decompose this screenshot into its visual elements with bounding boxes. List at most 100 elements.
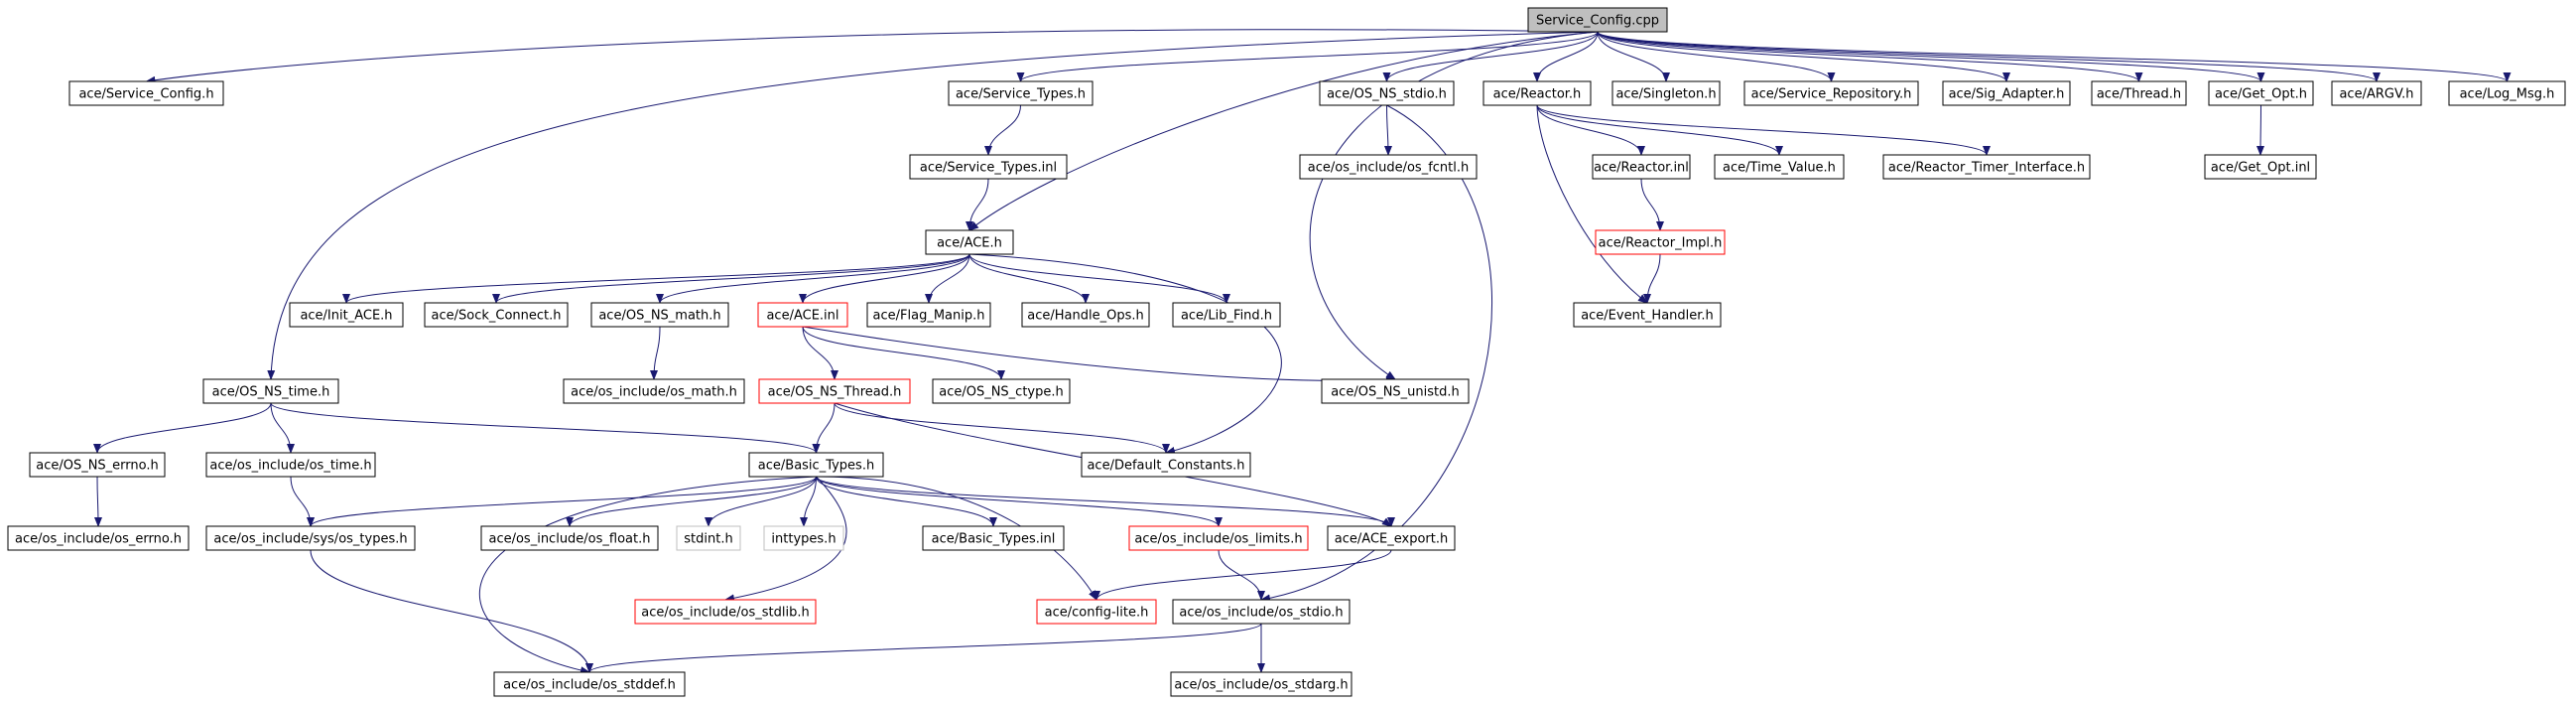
node-ace_lib_find_h[interactable]: ace/Lib_Find.h <box>1172 302 1281 328</box>
node-service_config_cpp[interactable]: Service_Config.cpp <box>1527 7 1668 33</box>
node-label: inttypes.h <box>771 532 836 547</box>
node-ace_get_opt_inl[interactable]: ace/Get_Opt.inl <box>2204 154 2317 180</box>
edge-ace_ace_inl-to-ace_os_ns_thread_h <box>802 326 838 380</box>
edge-service_config_cpp-to-ace_log_msg_h <box>1597 31 2512 82</box>
node-box <box>948 80 1094 106</box>
node-label: ace/os_include/os_fcntl.h <box>1308 161 1469 176</box>
node-ace_argv_h[interactable]: ace/ARGV.h <box>2331 80 2422 106</box>
node-label: ace/OS_NS_math.h <box>598 309 720 324</box>
node-ace_config_lite_h[interactable]: ace/config-lite.h <box>1036 599 1157 625</box>
node-ace_reactor_inl[interactable]: ace/Reactor.inl <box>1592 154 1691 180</box>
node-label: ace/Sig_Adapter.h <box>1949 87 2065 102</box>
node-ace_sock_connect_h[interactable]: ace/Sock_Connect.h <box>424 302 569 328</box>
edge-ace_ace_h-to-ace_sock_connect_h <box>492 253 970 304</box>
node-stdint_h[interactable]: stdint.h <box>676 525 741 551</box>
node-box <box>1036 599 1157 625</box>
node-ace_event_handler_h[interactable]: ace/Event_Handler.h <box>1573 302 1722 328</box>
node-label: ace/Log_Msg.h <box>2460 87 2555 102</box>
edge-ace_os_ns_time_h-to-ace_os_ns_errno_h <box>93 402 272 454</box>
edge-ace_os_ns_time_h-to-ace_os_include_os_time_h <box>270 402 295 454</box>
node-ace_reactor_h[interactable]: ace/Reactor.h <box>1482 80 1592 106</box>
node-ace_os_include_os_limits_h[interactable]: ace/os_include/os_limits.h <box>1128 525 1309 551</box>
node-box <box>909 154 1068 180</box>
node-label: ace/OS_NS_stdio.h <box>1327 87 1447 102</box>
node-label: ace/os_include/os_stdarg.h <box>1174 678 1348 693</box>
edge-ace_ace_inl-to-ace_os_ns_unistd_h <box>802 326 1396 384</box>
node-ace_flag_manip_h[interactable]: ace/Flag_Manip.h <box>866 302 991 328</box>
node-ace_get_opt_h[interactable]: ace/Get_Opt.h <box>2208 80 2314 106</box>
node-box <box>289 302 404 328</box>
node-ace_os_include_os_stddef_h[interactable]: ace/os_include/os_stddef.h <box>493 671 686 697</box>
node-ace_handle_ops_h[interactable]: ace/Handle_Ops.h <box>1021 302 1150 328</box>
edge-ace_service_types_inl-to-ace_ace_h <box>966 178 989 231</box>
edge-ace_basic_types_h-to-ace_os_include_os_stddef_h <box>478 476 817 675</box>
node-ace_os_ns_time_h[interactable]: ace/OS_NS_time.h <box>202 378 339 404</box>
node-ace_os_include_os_math_h[interactable]: ace/os_include/os_math.h <box>563 378 745 404</box>
node-ace_singleton_h[interactable]: ace/Singleton.h <box>1611 80 1721 106</box>
node-ace_reactor_impl_h[interactable]: ace/Reactor_Impl.h <box>1595 229 1726 255</box>
node-label: ace/Basic_Types.h <box>758 459 874 474</box>
node-ace_reactor_timer_interface_h[interactable]: ace/Reactor_Timer_Interface.h <box>1882 154 2091 180</box>
node-label: ace/Basic_Types.inl <box>932 532 1056 547</box>
node-ace_os_include_os_errno_h[interactable]: ace/os_include/os_errno.h <box>7 525 190 551</box>
node-ace_time_value_h[interactable]: ace/Time_Value.h <box>1714 154 1845 180</box>
node-box <box>922 525 1065 551</box>
node-box <box>202 378 339 404</box>
node-box <box>563 378 745 404</box>
node-box <box>205 525 416 551</box>
node-ace_os_ns_math_h[interactable]: ace/OS_NS_math.h <box>590 302 729 328</box>
node-ace_default_constants_h[interactable]: ace/Default_Constants.h <box>1081 452 1251 478</box>
node-ace_os_ns_errno_h[interactable]: ace/OS_NS_errno.h <box>29 452 166 478</box>
node-ace_os_include_os_stdarg_h[interactable]: ace/os_include/os_stdarg.h <box>1170 671 1352 697</box>
node-ace_os_ns_stdio_h[interactable]: ace/OS_NS_stdio.h <box>1319 80 1455 106</box>
edge-service_config_cpp-to-ace_service_types_h <box>1016 31 1599 82</box>
node-ace_os_ns_thread_h[interactable]: ace/OS_NS_Thread.h <box>758 378 911 404</box>
node-label: ace/Get_Opt.h <box>2215 87 2307 102</box>
node-ace_thread_h[interactable]: ace/Thread.h <box>2091 80 2187 106</box>
node-box <box>1172 599 1351 625</box>
node-box <box>68 80 224 106</box>
edge-ace_os_include_os_stdio_h-to-ace_os_include_os_stddef_h <box>585 623 1262 673</box>
node-ace_os_ns_unistd_h[interactable]: ace/OS_NS_unistd.h <box>1321 378 1470 404</box>
node-ace_os_include_os_time_h[interactable]: ace/os_include/os_time.h <box>205 452 376 478</box>
node-ace_os_include_sys_os_types_h[interactable]: ace/os_include/sys/os_types.h <box>205 525 416 551</box>
node-ace_os_include_os_fcntl_h[interactable]: ace/os_include/os_fcntl.h <box>1299 154 1478 180</box>
edge-ace_ace_export_h-to-ace_config_lite_h <box>1093 549 1392 601</box>
edge-ace_basic_types_h-to-ace_os_include_os_stdlib_h <box>724 476 847 603</box>
node-box <box>424 302 569 328</box>
node-ace_service_repository_h[interactable]: ace/Service_Repository.h <box>1743 80 1919 106</box>
node-label: ace/os_include/os_limits.h <box>1134 532 1302 547</box>
node-ace_ace_h[interactable]: ace/ACE.h <box>925 229 1014 255</box>
node-box <box>932 378 1071 404</box>
edge-ace_ace_inl-to-ace_os_ns_ctype_h <box>802 326 1005 380</box>
node-label: ace/Default_Constants.h <box>1087 459 1244 474</box>
node-ace_service_types_h[interactable]: ace/Service_Types.h <box>948 80 1094 106</box>
node-inttypes_h[interactable]: inttypes.h <box>763 525 844 551</box>
node-ace_os_include_os_stdio_h[interactable]: ace/os_include/os_stdio.h <box>1172 599 1351 625</box>
node-box <box>763 525 844 551</box>
node-ace_os_ns_ctype_h[interactable]: ace/OS_NS_ctype.h <box>932 378 1071 404</box>
node-ace_sig_adapter_h[interactable]: ace/Sig_Adapter.h <box>1942 80 2071 106</box>
edge-service_config_cpp-to-ace_service_config_h <box>145 29 1599 84</box>
node-box <box>1327 525 1456 551</box>
node-ace_basic_types_h[interactable]: ace/Basic_Types.h <box>748 452 884 478</box>
node-ace_ace_inl[interactable]: ace/ACE.inl <box>757 302 848 328</box>
node-ace_os_include_os_stdlib_h[interactable]: ace/os_include/os_stdlib.h <box>634 599 817 625</box>
edge-ace_ace_h-to-ace_default_constants_h <box>968 253 1282 455</box>
node-label: ace/os_include/os_stdio.h <box>1179 606 1343 621</box>
node-box <box>480 525 659 551</box>
node-ace_service_config_h[interactable]: ace/Service_Config.h <box>68 80 224 106</box>
node-ace_log_msg_h[interactable]: ace/Log_Msg.h <box>2448 80 2566 106</box>
node-ace_service_types_inl[interactable]: ace/Service_Types.inl <box>909 154 1068 180</box>
edge-ace_ace_h-to-ace_lib_find_h <box>968 253 1230 304</box>
node-ace_ace_export_h[interactable]: ace/ACE_export.h <box>1327 525 1456 551</box>
node-box <box>925 229 1014 255</box>
node-label: ace/ACE.h <box>937 236 1002 251</box>
node-box <box>1172 302 1281 328</box>
node-label: ace/Service_Repository.h <box>1751 87 1912 102</box>
edge-ace_os_ns_errno_h-to-ace_os_include_os_errno_h <box>93 476 102 527</box>
node-box <box>1321 378 1470 404</box>
node-ace_init_ace_h[interactable]: ace/Init_ACE.h <box>289 302 404 328</box>
node-ace_basic_types_inl[interactable]: ace/Basic_Types.inl <box>922 525 1065 551</box>
node-ace_os_include_os_float_h[interactable]: ace/os_include/os_float.h <box>480 525 659 551</box>
